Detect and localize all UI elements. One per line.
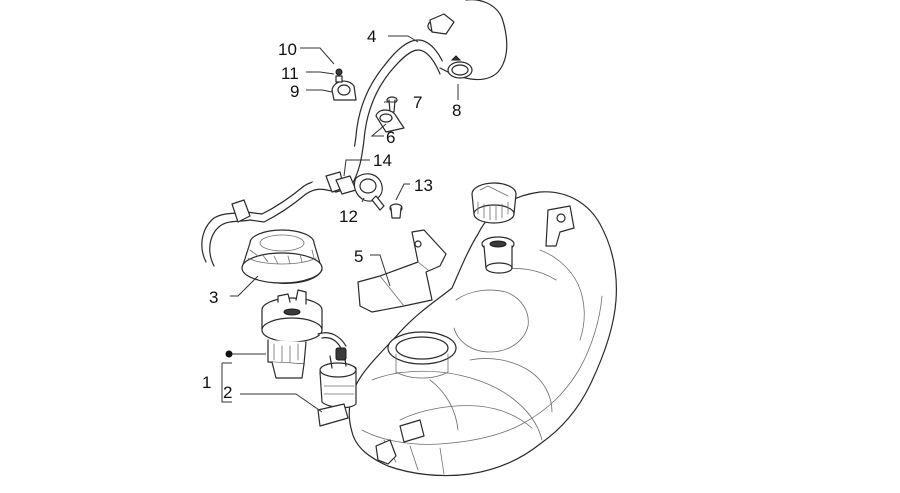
callout-4: 4 [367,27,376,46]
bracket-part-5 [357,229,447,313]
callout-11: 11 [281,64,299,83]
callout-1-dot [225,350,233,358]
clip-parts-9-10-11 [331,68,357,101]
fuel-tank [348,191,617,477]
callout-2: 2 [223,383,232,402]
callout-6: 6 [386,128,395,147]
callout-8: 8 [452,101,461,120]
fuel-hose-part-4 [201,0,508,267]
hose-clamp-part-8 [447,55,473,79]
callout-1: 1 [202,373,211,392]
callout-14: 14 [373,151,392,170]
callout-13: 13 [414,176,433,195]
callout-12: 12 [339,207,358,226]
callout-9: 9 [290,82,299,101]
clamp-parts-12-13-14 [335,173,403,219]
callout-labels: 1 2 3 4 5 6 7 8 9 10 11 12 13 14 [202,27,461,402]
filler-cap [471,182,517,224]
lock-ring-part-3 [241,229,323,284]
callout-7: 7 [413,93,422,112]
callout-10: 10 [278,40,297,59]
fuel-pump-assembly [261,289,357,427]
callout-5: 5 [354,247,363,266]
callout-3: 3 [209,288,218,307]
leader-lines [221,35,459,413]
